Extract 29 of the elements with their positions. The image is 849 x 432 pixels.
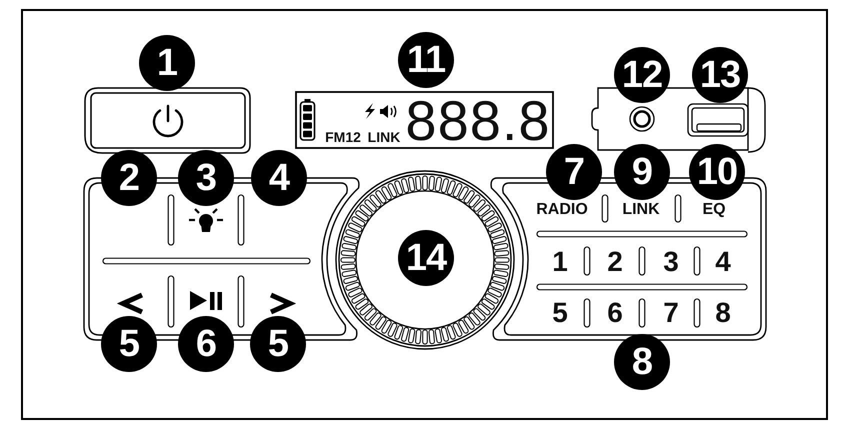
preset-number: 3: [663, 248, 679, 276]
callout-number: 8: [614, 334, 670, 390]
callout-number: 5: [101, 316, 157, 372]
mode-label: LINK: [622, 202, 660, 218]
callout-number: 1: [139, 35, 195, 91]
callout-number: 4: [251, 150, 307, 206]
callout-number: 3: [178, 150, 234, 206]
display-label: FM12: [325, 130, 361, 144]
preset-number: 8: [715, 299, 731, 327]
callout-number: 12: [614, 47, 670, 103]
callout-number: 6: [178, 316, 234, 372]
preset-number: 7: [663, 299, 679, 327]
callout-number: 13: [692, 47, 748, 103]
callout-number: 10: [689, 144, 745, 200]
preset-number: 5: [552, 299, 568, 327]
callout-number: 9: [614, 144, 670, 200]
callout-number: 11: [398, 32, 454, 88]
callout-number: 5: [250, 316, 306, 372]
mode-label: EQ: [702, 202, 726, 218]
display-label: LINK: [368, 130, 400, 144]
segment-display-digits: 888.8: [405, 99, 551, 143]
callout-number: 2: [101, 150, 157, 206]
preset-number: 2: [607, 248, 623, 276]
callout-number: 7: [546, 144, 602, 200]
preset-number: 4: [715, 248, 731, 276]
preset-number: 1: [552, 248, 568, 276]
callout-number: 14: [398, 230, 454, 286]
preset-number: 6: [607, 299, 623, 327]
mode-label: RADIO: [536, 202, 588, 218]
